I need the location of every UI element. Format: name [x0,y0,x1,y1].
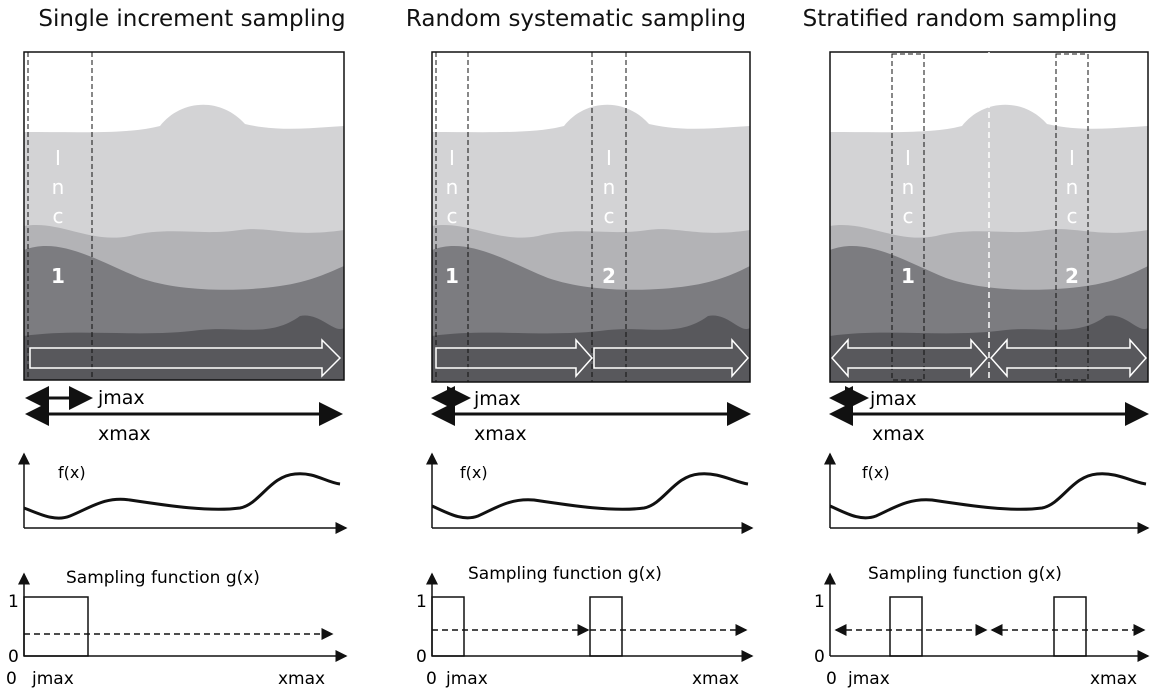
jmax-label: jmax [869,388,917,410]
terrain-cross-section: I n c I n c 1 2 [431,51,751,383]
fx-curve [431,472,749,520]
fx-curve [23,472,341,520]
inc-label: n [52,175,65,199]
increment-number: 1 [445,264,459,288]
gx-pulse [1053,596,1087,657]
gx-xmax-label: xmax [1090,669,1137,689]
panel-diagram: I n c 1 jmax xmax f(x) Sampling function… [6,51,348,689]
fx-plot: f(x) [426,452,754,534]
increment-box [891,53,925,381]
gx-xjmax-label: jmax [847,669,890,689]
gx-y0-label: 0 [814,647,825,667]
inc-label: c [604,204,615,228]
inc-label: I [55,146,61,170]
gx-pulse [889,596,923,657]
gx-y1-label: 1 [8,592,19,612]
jmax-label: jmax [473,388,521,410]
gx-xjmax-label: jmax [31,669,74,689]
gx-x0-label: 0 [6,669,17,689]
gx-title: Sampling function g(x) [868,564,1062,584]
inc-label: c [53,204,64,228]
panel-title: Random systematic sampling [405,6,747,32]
xmax-label: xmax [98,423,151,445]
sweep-arrow-icon [593,338,750,378]
gx-pulse [431,596,465,657]
terrain-cross-section: I n c I n c 1 2 [829,51,1149,383]
fx-label: f(x) [58,463,86,482]
gx-xjmax-label: jmax [445,669,488,689]
xmax-label: xmax [474,423,527,445]
terrain-layer-darkest [830,315,1148,382]
panel-title: Single increment sampling [38,6,346,32]
gx-y1-label: 1 [416,592,427,612]
inc-label: n [902,175,915,199]
increment-number: 2 [602,264,616,288]
panel-diagram: I n c I n c 1 2 jmax xmax f(x) Sampling … [814,51,1150,689]
inc-label: c [447,204,458,228]
gx-xmax-label: xmax [278,669,325,689]
gx-title: Sampling function g(x) [66,568,260,588]
gx-pulse [23,596,89,657]
fx-plot: f(x) [18,452,348,534]
sweep-arrow-icon [435,338,594,378]
inc-label: c [1067,204,1078,228]
inc-label: I [606,146,612,170]
gx-y0-label: 0 [8,647,19,667]
sweep-arrow-icon [29,338,342,378]
inc-label: n [446,175,459,199]
panel-single-increment: Single increment sampling I n c 1 [0,0,384,690]
xmax-label: xmax [872,423,925,445]
gx-plot: Sampling function g(x) 1 0 0 jmax xmax [814,564,1150,689]
increment-number: 1 [51,264,65,288]
panel-random-systematic: Random systematic sampling I n c I n c [384,0,768,690]
increment-box [1055,53,1089,381]
gx-plot: Sampling function g(x) 1 0 0 jmax xmax [416,564,754,689]
gx-x0-label: 0 [426,669,437,689]
inc-label: n [1066,175,1079,199]
fx-curve [829,472,1147,520]
inc-label: c [903,204,914,228]
double-arrow-icon [830,338,989,378]
gx-y0-label: 0 [416,647,427,667]
panel-diagram: I n c I n c 1 2 jmax xmax f(x) Sampling … [416,51,754,689]
fx-label: f(x) [460,463,488,482]
inc-label: I [449,146,455,170]
jmax-label: jmax [97,387,145,409]
terrain-cross-section: I n c 1 [23,51,345,381]
inc-label: I [1069,146,1075,170]
inc-label: n [603,175,616,199]
inc-label: I [905,146,911,170]
gx-plot: Sampling function g(x) 1 0 0 jmax xmax [6,568,348,689]
panel-stratified-random: Stratified random sampling I n c I [768,0,1152,690]
fx-plot: f(x) [824,452,1150,534]
gx-xmax-label: xmax [692,669,739,689]
terrain-layer-darkest [432,315,750,382]
gx-x0-label: 0 [826,669,837,689]
gx-pulse [589,596,623,657]
fx-label: f(x) [862,463,890,482]
double-arrow-icon [989,338,1148,378]
increment-number: 1 [901,264,915,288]
increment-number: 2 [1065,264,1079,288]
panel-title: Stratified random sampling [802,6,1118,32]
gx-y1-label: 1 [814,592,825,612]
gx-title: Sampling function g(x) [468,564,662,584]
